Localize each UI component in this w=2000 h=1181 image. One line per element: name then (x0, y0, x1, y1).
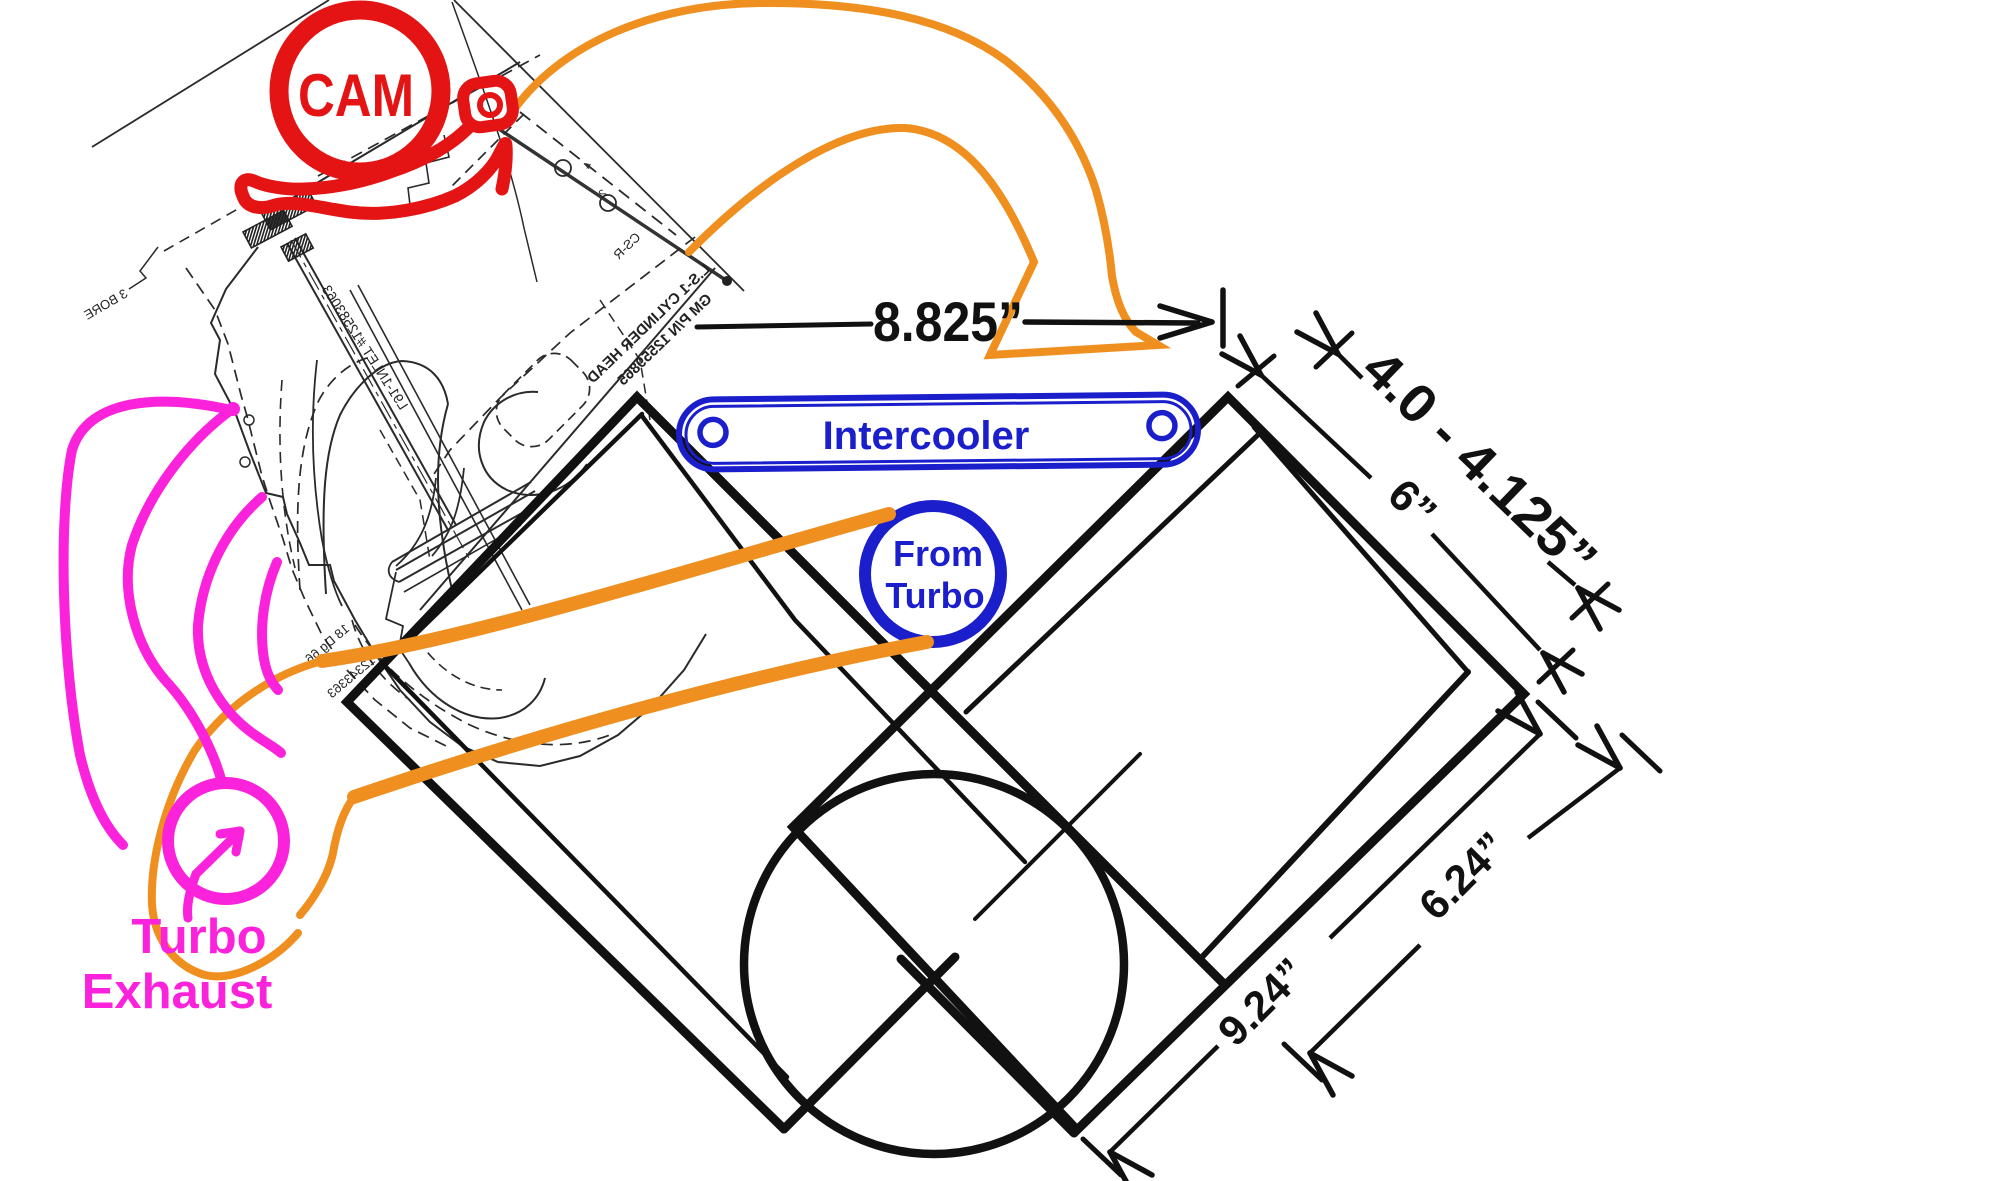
svg-text:Exhaust: Exhaust (82, 965, 273, 1019)
svg-text:Turbo: Turbo (131, 910, 266, 964)
svg-text:From: From (893, 533, 983, 574)
svg-text:Intercooler: Intercooler (823, 414, 1030, 458)
svg-text:CAM: CAM (298, 62, 414, 129)
svg-text:8.825”: 8.825” (873, 290, 1023, 353)
svg-text:Turbo: Turbo (885, 575, 984, 616)
